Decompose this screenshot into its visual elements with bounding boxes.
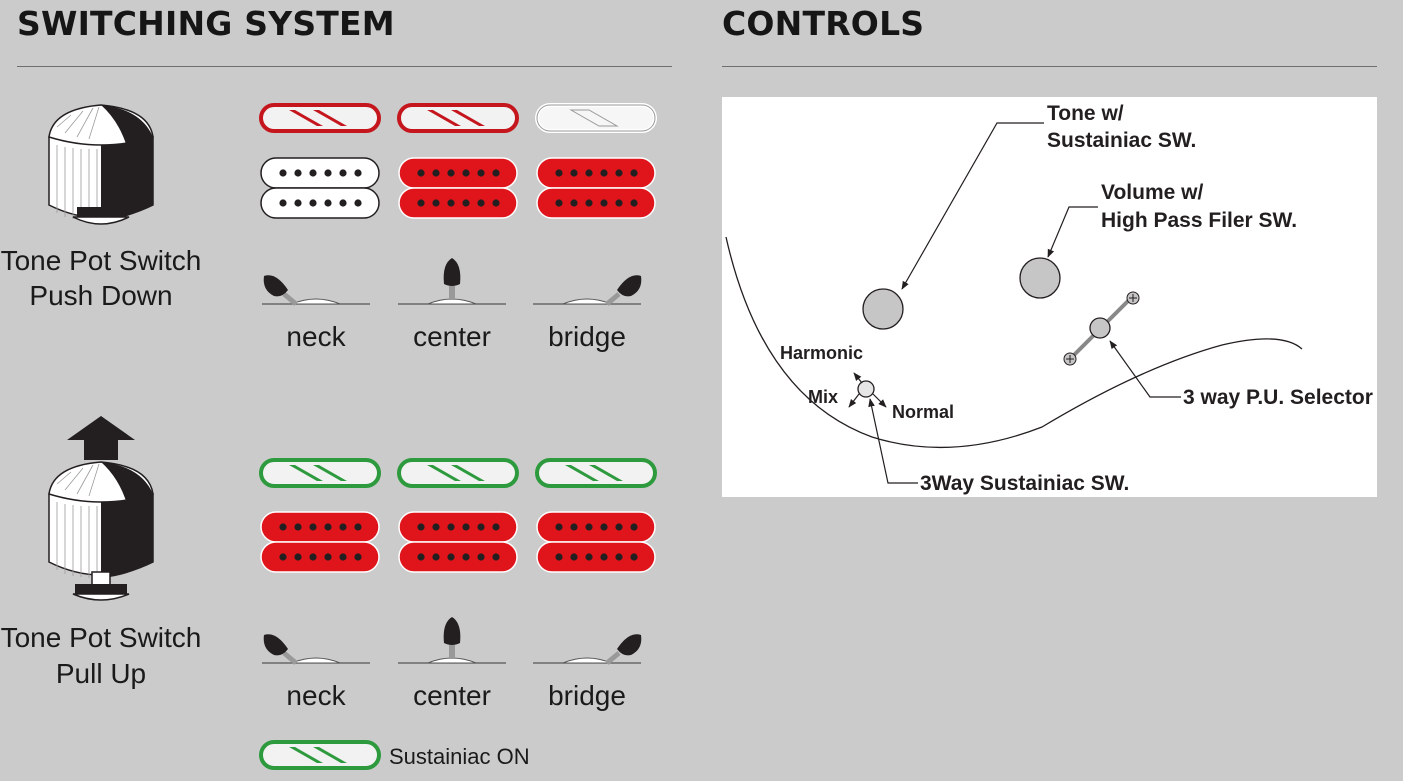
switching-diagram: Tone Pot Switch Push Down Tone Pot Switc… [1,103,657,770]
controls-diagram-svg: Tone w/ Sustainiac SW. Volume w/ High Pa… [725,102,1373,495]
pd-neck-single-coil [259,103,381,133]
pd-position-neck: neck [286,321,346,352]
pu-center-single-coil [397,458,519,488]
sustainiac-leader-line [868,398,918,484]
pu-toggle-neck-icon [262,634,370,665]
legend-sustainiac-swatch [259,740,381,770]
pickup-selector-icon [1063,291,1140,366]
pu-center-humbucker [398,511,518,573]
volume-knob-icon [1019,257,1061,299]
pull-up-arrow-icon [67,416,135,460]
pd-position-bridge: bridge [548,321,626,352]
legend-sustainiac-label: Sustainiac ON [389,744,530,769]
push-down-label-line2: Push Down [29,280,172,311]
pull-up-label-line2: Pull Up [56,658,146,689]
pu-neck-humbucker [260,511,380,573]
pd-center-single-coil [397,103,519,133]
volume-leader-line [1047,206,1098,258]
pu-toggle-bridge-icon [533,634,642,665]
harmonic-arrow [853,372,863,384]
sustainiac-switch-icon [857,380,875,398]
selector-label: 3 way P.U. Selector [1183,386,1373,409]
knob-pull-up-icon [48,461,154,601]
volume-label-line1: Volume w/ [1101,181,1203,204]
pu-position-neck: neck [286,680,346,711]
pu-bridge-humbucker [536,511,656,573]
controls-title: CONTROLS [722,4,925,43]
tone-label-line2: Sustainiac SW. [1047,129,1196,152]
volume-label-line2: High Pass Filer SW. [1101,209,1297,232]
pd-bridge-humbucker [536,157,656,219]
guitar-body-outline [725,236,1303,449]
pd-center-humbucker [398,157,518,219]
selector-leader-line [1109,340,1181,398]
pd-position-center: center [413,321,491,352]
sustainiac-switch-label: 3Way Sustainiac SW. [920,472,1129,495]
mix-arrow [848,393,860,408]
pd-toggle-bridge-icon [533,275,642,306]
normal-arrow [872,393,887,408]
mix-label: Mix [808,387,838,407]
pd-toggle-neck-icon [262,275,370,306]
pd-toggle-center-icon [398,258,506,305]
switching-system-title: SWITCHING SYSTEM [17,4,395,43]
pd-bridge-single-coil [535,103,657,133]
pull-up-label-line1: Tone Pot Switch [1,622,202,653]
pu-toggle-center-icon [398,617,506,664]
knob-push-down-icon [48,104,154,225]
tone-knob-icon [862,288,904,330]
normal-label: Normal [892,402,954,422]
pu-bridge-single-coil [535,458,657,488]
controls-divider [722,66,1377,67]
push-down-label-line1: Tone Pot Switch [1,245,202,276]
controls-diagram: Tone w/ Sustainiac SW. Volume w/ High Pa… [722,97,1377,497]
tone-label-line1: Tone w/ [1047,102,1124,125]
switching-divider [17,66,672,67]
pd-neck-humbucker [260,157,380,219]
pu-neck-single-coil [259,458,381,488]
harmonic-label: Harmonic [780,343,863,363]
pu-position-center: center [413,680,491,711]
tone-leader-line [901,122,1044,290]
pu-position-bridge: bridge [548,680,626,711]
